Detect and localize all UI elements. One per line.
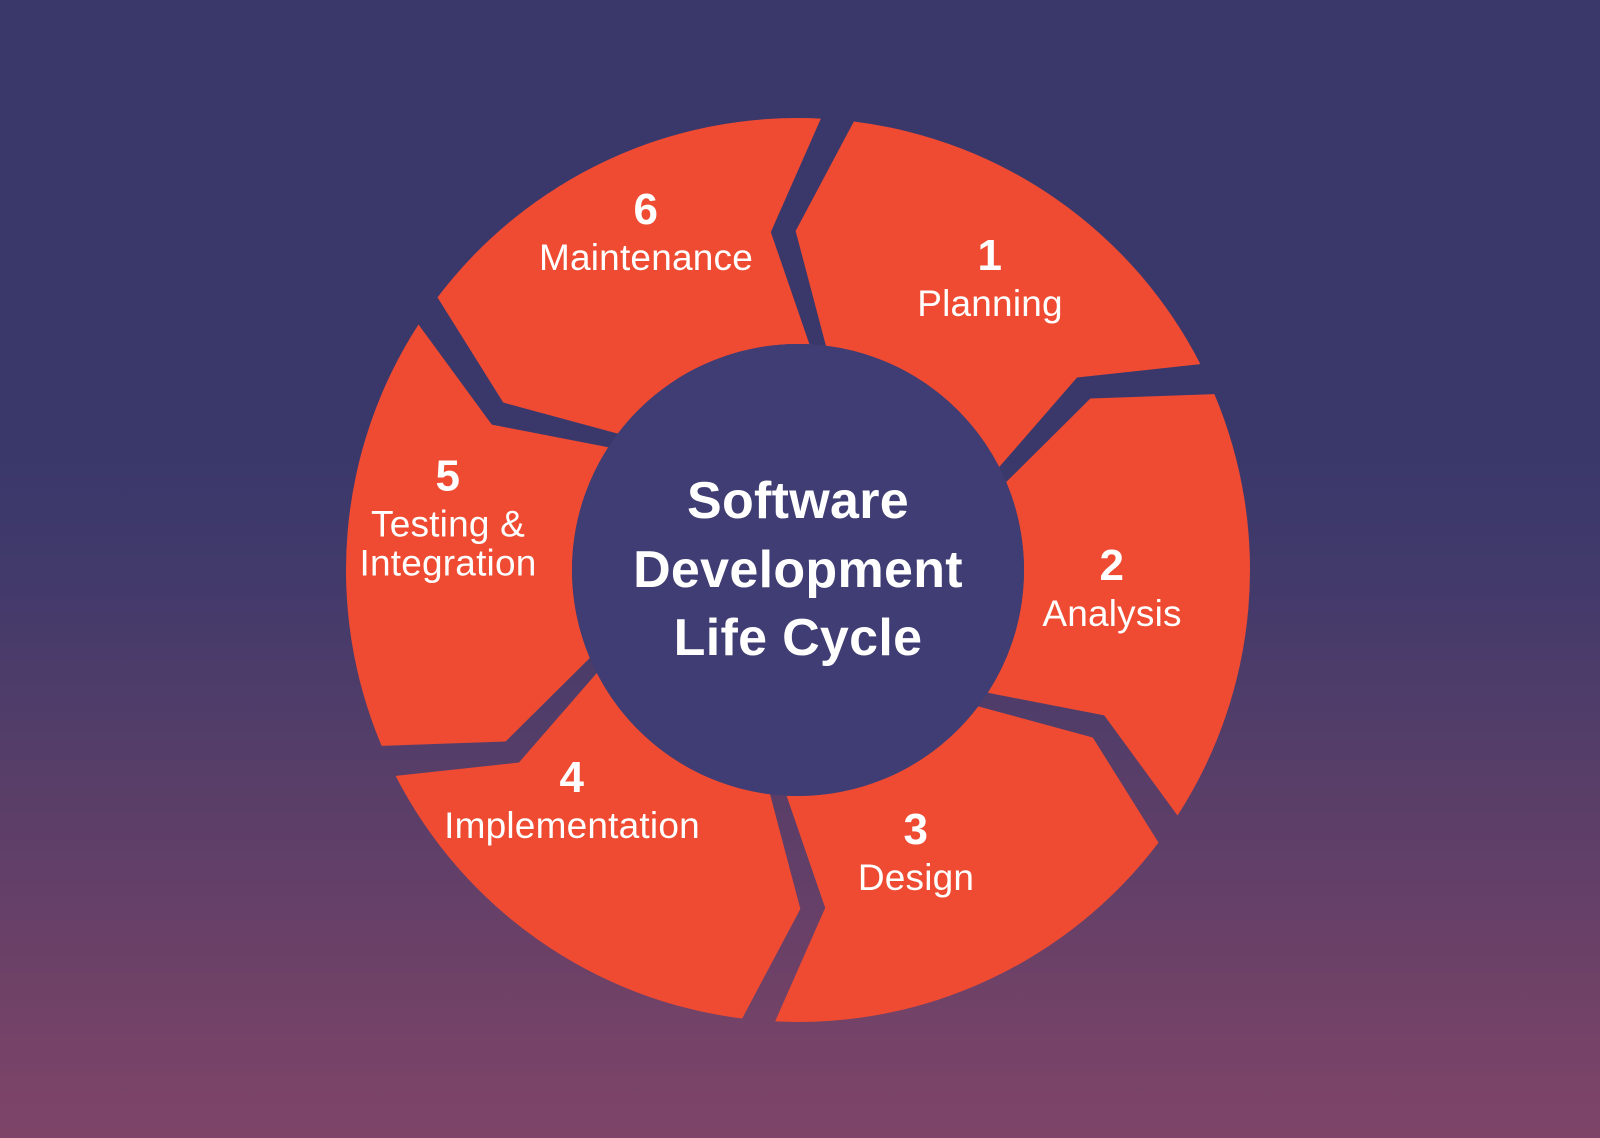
segments-group	[345, 118, 1251, 1022]
segment-analysis[interactable]	[987, 394, 1251, 816]
segment-implementation[interactable]	[395, 672, 801, 1019]
segment-maintenance[interactable]	[437, 118, 821, 434]
center-hub-circle	[572, 344, 1024, 796]
segment-testing-integration[interactable]	[345, 324, 609, 746]
segment-planning[interactable]	[795, 121, 1201, 468]
segment-design[interactable]	[775, 706, 1159, 1022]
